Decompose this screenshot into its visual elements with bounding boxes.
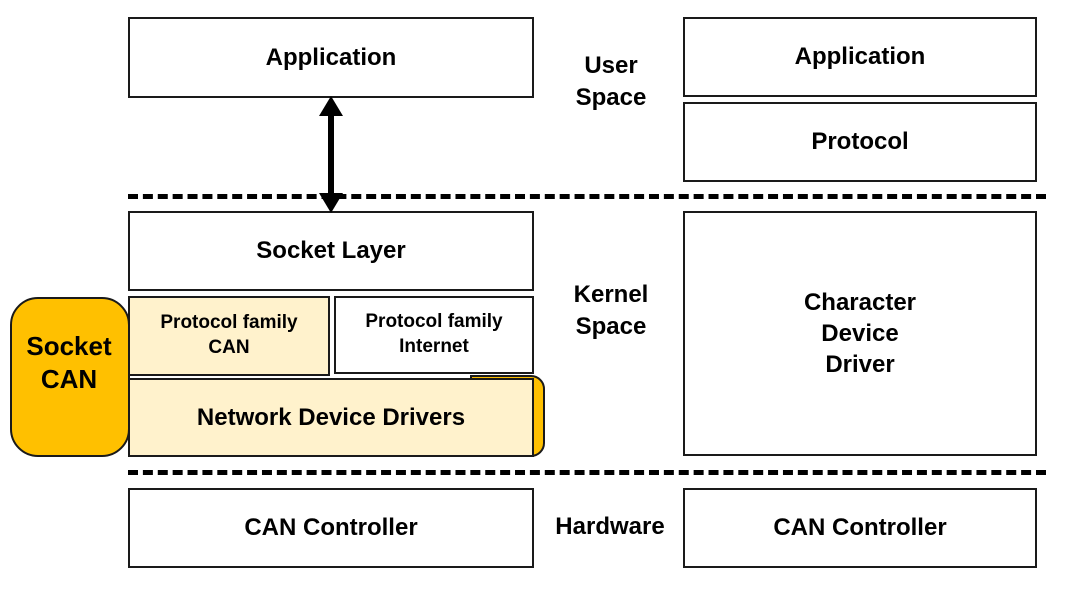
- user-space-line-1: User: [584, 52, 638, 79]
- protocol-label: Protocol: [811, 128, 909, 156]
- network-device-drivers-box: Network Device Drivers: [128, 378, 534, 457]
- character-device-driver-line-1: Character: [803, 288, 917, 316]
- right-can-controller-box: CAN Controller: [683, 488, 1037, 568]
- left-can-controller-label: CAN Controller: [244, 514, 418, 542]
- kernel-space-label: Kernel Space: [552, 279, 670, 344]
- socketcan-label: Socket CAN: [12, 330, 126, 395]
- protocol-box: Protocol: [683, 102, 1037, 182]
- character-device-driver-line-2: Device: [821, 319, 899, 347]
- protocol-family-can-line-2: CAN: [208, 337, 250, 358]
- hardware-label-text: Hardware: [555, 513, 665, 540]
- protocol-family-internet-line-1: Protocol family: [365, 311, 503, 333]
- kernel-space-line-1: Kernel: [573, 281, 649, 308]
- left-can-controller-box: CAN Controller: [128, 488, 534, 568]
- socketcan-region: [10, 297, 130, 457]
- right-application-box: Application: [683, 17, 1037, 97]
- protocol-family-can-box: Protocol family CAN: [128, 296, 330, 376]
- socketcan-label-line-1: Socket: [26, 331, 112, 361]
- right-application-label: Application: [794, 43, 926, 71]
- character-device-driver-line-3: Driver: [825, 351, 895, 379]
- user-kernel-divider: [128, 194, 1046, 199]
- user-space-line-2: Space: [575, 84, 647, 112]
- socket-layer-label: Socket Layer: [256, 237, 406, 265]
- left-application-box: Application: [128, 17, 534, 98]
- protocol-family-internet-line-2: Internet: [399, 336, 469, 357]
- user-space-label: User Space: [556, 50, 666, 115]
- right-can-controller-label: CAN Controller: [773, 514, 947, 542]
- left-application-label: Application: [265, 43, 397, 71]
- protocol-family-can-line-1: Protocol family: [160, 312, 298, 334]
- socketcan-label-line-2: CAN: [40, 363, 98, 394]
- kernel-space-line-2: Space: [575, 313, 647, 341]
- hardware-label: Hardware: [540, 511, 680, 543]
- character-device-driver-box: Character Device Driver: [683, 211, 1037, 456]
- socket-layer-box: Socket Layer: [128, 211, 534, 291]
- kernel-hardware-divider: [128, 470, 1046, 475]
- protocol-family-internet-box: Protocol family Internet: [334, 296, 534, 374]
- network-device-drivers-label: Network Device Drivers: [196, 403, 466, 431]
